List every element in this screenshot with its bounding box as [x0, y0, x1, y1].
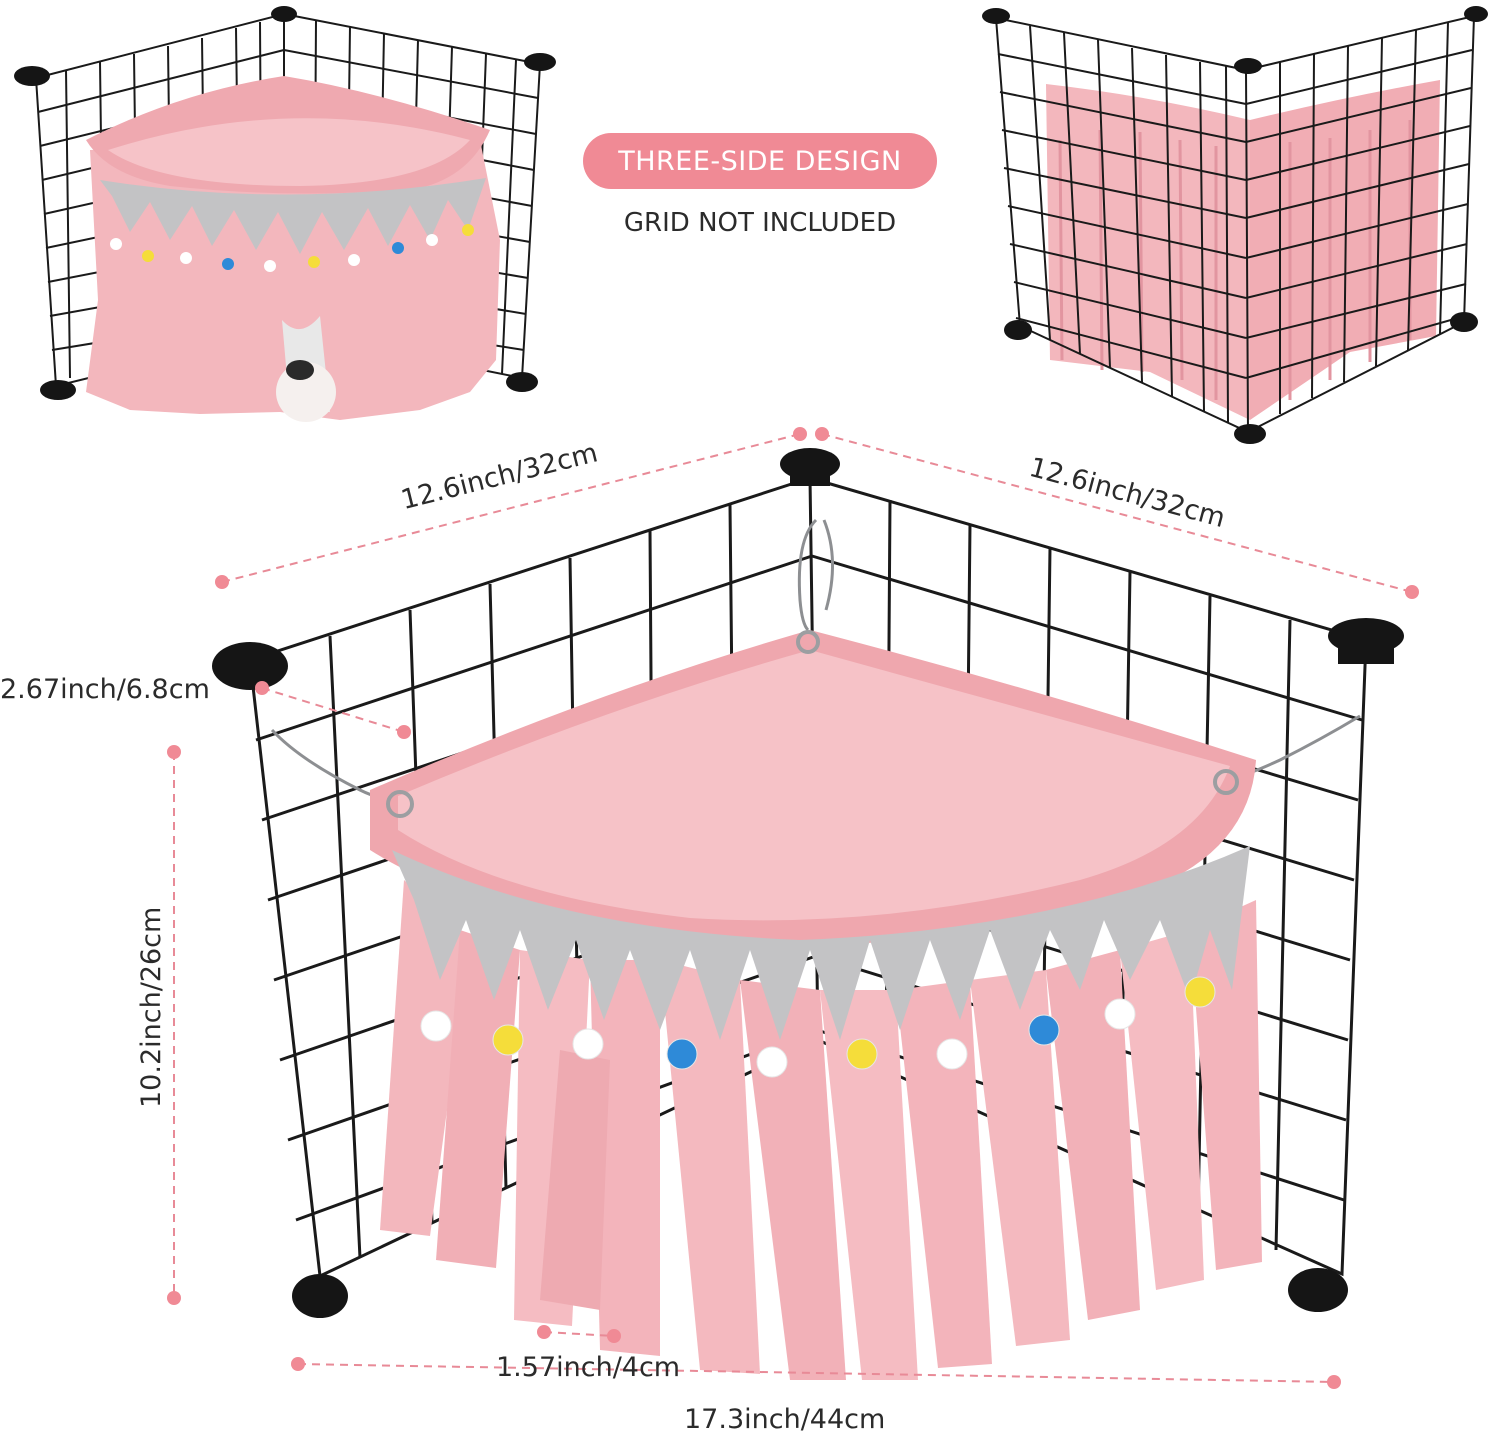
small-pompoms-left: [110, 224, 474, 272]
small-grid-caps-left: [14, 6, 556, 400]
grid-cap-left: [212, 642, 288, 690]
grid-foot-left: [292, 1274, 348, 1318]
dimension-lines: [173, 433, 1413, 1383]
pompom: [666, 1038, 698, 1070]
pompoms: [420, 976, 1216, 1078]
pompom: [756, 1046, 788, 1078]
pompom: [572, 1028, 604, 1060]
dimension-dots: [167, 427, 1419, 1389]
three-side-design-badge: THREE-SIDE DESIGN: [583, 133, 937, 189]
pompom: [492, 1024, 524, 1056]
small-hammock-left: [86, 76, 500, 422]
pompom: [420, 1010, 452, 1042]
pompom: [846, 1038, 878, 1070]
dimension-height: 10.2inch/26cm: [136, 906, 167, 1108]
hammock-top: [370, 630, 1256, 1040]
pompom: [1184, 976, 1216, 1008]
dimension-strip-width: 1.57inch/4cm: [496, 1352, 681, 1383]
pompom: [1028, 1014, 1060, 1046]
grid-not-included-note: GRID NOT INCLUDED: [623, 208, 897, 238]
grid-foot-right: [1288, 1268, 1348, 1312]
small-grid-right: [994, 14, 1476, 434]
pompom: [936, 1038, 968, 1070]
small-grid-caps-right: [982, 6, 1488, 444]
pompom: [1104, 998, 1136, 1030]
dimension-front-width: 17.3inch/44cm: [684, 1404, 886, 1435]
main-grid-caps: [212, 448, 1404, 1318]
dimension-hanger-depth: 2.67inch/6.8cm: [0, 674, 210, 705]
